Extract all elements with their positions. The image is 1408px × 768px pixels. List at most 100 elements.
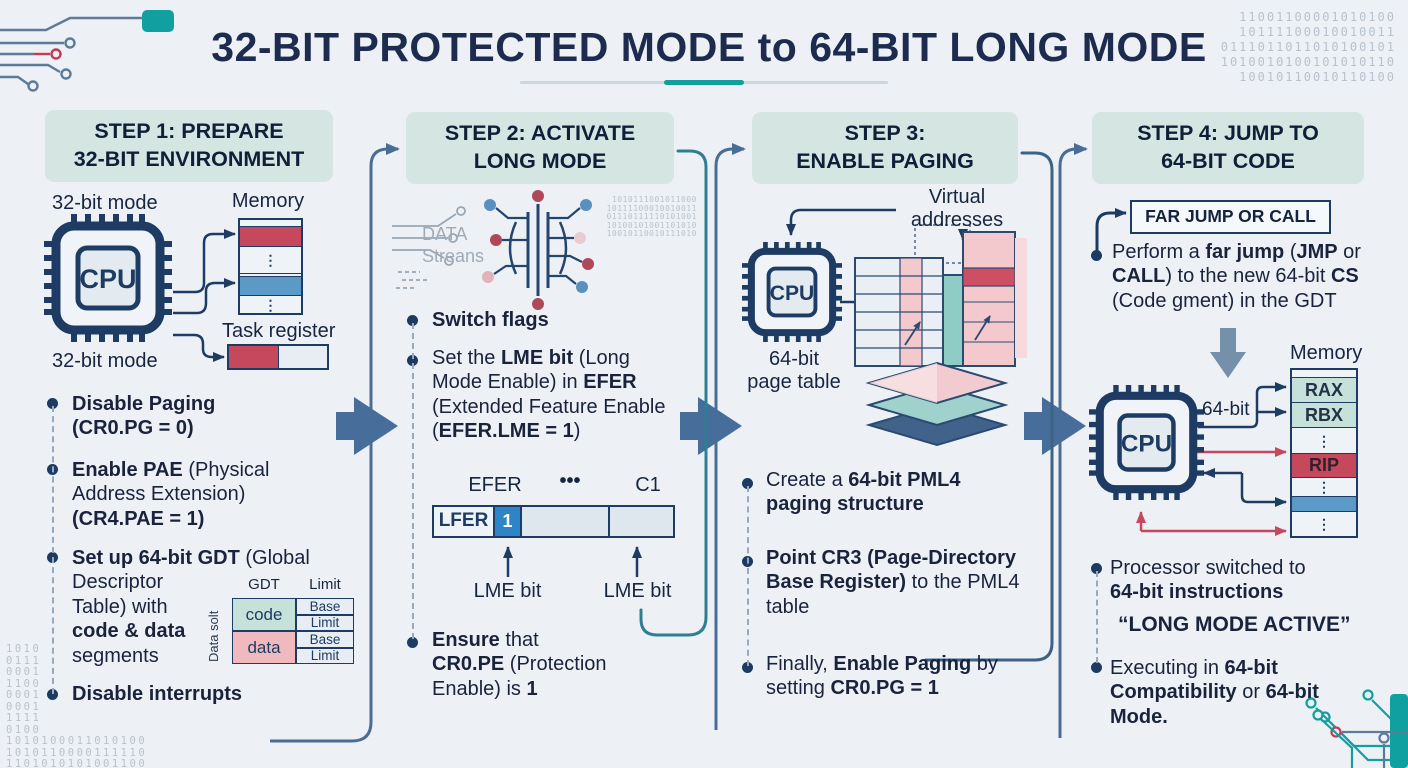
bullet-connector-line — [52, 406, 54, 694]
gdt-table-header-gdt: GDT — [248, 576, 280, 593]
step4-memory-label: Memory — [1290, 342, 1363, 364]
step1-bullet-disable-paging: Disable Paging (CR0.PG = 0) — [72, 393, 216, 440]
task-register-cell-empty — [279, 346, 327, 368]
data-streams-label: DATA Streans — [422, 224, 484, 267]
task-register-label: Task register — [222, 320, 336, 342]
memory-cell — [1292, 370, 1356, 377]
step3-header-line2: ENABLE PAGING — [796, 148, 974, 173]
register-cell-rax: RAX — [1292, 377, 1356, 402]
step1-memory-label: Memory — [231, 190, 305, 212]
cpu-chip-icon: CPU — [742, 242, 842, 342]
bullet-dot — [1091, 250, 1102, 261]
memory-cell-dots: ⋮ — [1292, 427, 1356, 453]
circuit-decoration-top-left — [0, 10, 174, 92]
virtual-addresses-line1: Virtual — [928, 186, 986, 208]
step4-long-mode-active: “LONG MODE ACTIVE” — [1118, 613, 1351, 636]
cpu-label: CPU — [770, 282, 815, 305]
step1-header-line1: STEP 1: PREPARE — [94, 119, 284, 143]
bullet-dot — [407, 637, 418, 648]
cpu-label: CPU — [1121, 430, 1172, 457]
lme-bit-label-right: LME bit — [603, 580, 672, 602]
lme-bit-arrows — [503, 546, 642, 577]
step1-mode-label-top: 32-bit mode — [52, 192, 158, 214]
step1-header-line2: 32-BIT ENVIRONMENT — [73, 146, 305, 171]
step4-bullet-switched: Processor switched to 64-bit instruction… — [1110, 557, 1306, 604]
step2-bullet-ensure-pe: Ensure that CR0.PE (Protection Enable) i… — [432, 629, 607, 700]
cpu-label: CPU — [79, 264, 136, 294]
bullet-dot — [742, 478, 753, 489]
memory-cell-dots: ⋮ — [240, 246, 301, 273]
bullet-dot — [407, 315, 418, 326]
step3-bullet-cr3: Point CR3 (Page-Directory Base Register)… — [766, 547, 1020, 618]
binary-decoration-bottom-left: 1010 0111 0001 1100 0001 0001 1111 0100 … — [6, 643, 148, 768]
page-title: 32-BIT PROTECTED MODE to 64-BIT LONG MOD… — [211, 24, 1207, 70]
efer-cell-divider — [608, 507, 610, 536]
lme-bit-label-left: LME bit — [473, 580, 542, 602]
step3-bullet-pml4: Create a 64-bit PML4 paging structure — [766, 469, 961, 516]
step1-bullet-disable-interrupts: Disable interrupts — [72, 683, 243, 705]
step4-memory-column: RAX RBX ⋮ RIP ⋮ ⋮ — [1290, 368, 1358, 538]
page-table-label-line2: page table — [747, 371, 841, 393]
virtual-addresses-line2: addresses — [910, 209, 1004, 231]
binary-decoration-step2: 1010111001011000 10111100010010011 01110… — [606, 195, 697, 239]
cpu-chip-icon: CPU — [44, 214, 172, 342]
paging-layers-illustration — [865, 361, 1009, 447]
step3-header-line1: STEP 3: — [844, 121, 926, 145]
virtual-addresses-label: Virtual addresses — [898, 186, 1016, 232]
step1-bullet-enable-pae: Enable PAE (Physical Address Extension) … — [72, 459, 270, 530]
step3-bullet-enable-paging: Finally, Enable Paging by setting CR0.PG… — [766, 653, 998, 700]
step2-bullet-lme-bit: Set the LME bit (Long Mode Enable) in EF… — [432, 347, 666, 443]
step4-header: STEP 4: JUMP TO 64-BIT CODE — [1092, 112, 1364, 184]
gdt-cell-base: Base — [296, 598, 354, 615]
gdt-cell-limit: Limit — [296, 615, 354, 631]
bullet-connector-line — [1096, 571, 1098, 663]
gdt-row-data: data — [232, 631, 296, 664]
step4-bit-label: 64-bit — [1202, 399, 1250, 420]
cpu-chip-icon: CPU — [1089, 385, 1204, 500]
gdt-cell-limit: Limit — [296, 648, 354, 664]
step4-bullet-far-jump: Perform a far jump (JMP or CALL) to the … — [1112, 241, 1361, 312]
step2-header: STEP 2: ACTIVATE LONG MODE — [406, 112, 674, 184]
bullet-connector-line — [747, 486, 749, 666]
efer-c1-label: C1 — [635, 474, 661, 496]
step3-header: STEP 3: ENABLE PAGING — [752, 112, 1018, 184]
bullet-connector-line — [412, 323, 414, 639]
gdt-side-label: Data solt — [206, 610, 221, 662]
far-jump-box: FAR JUMP OR CALL — [1130, 200, 1331, 234]
task-register-cell-red — [229, 346, 279, 368]
step4-header-line2: 64-BIT CODE — [1161, 148, 1295, 173]
page-table-label-line1: 64-bit — [768, 348, 820, 370]
register-cell-rip: RIP — [1292, 453, 1356, 477]
neural-chip-icon — [482, 190, 594, 310]
gdt-row-code: code — [232, 598, 296, 631]
bullet-dot — [1091, 662, 1102, 673]
memory-cell — [240, 220, 301, 226]
step4-header-line1: STEP 4: JUMP TO — [1137, 121, 1319, 145]
step2-bullet-switch-flags: Switch flags — [432, 309, 549, 331]
efer-dots-label: ••• — [559, 470, 581, 492]
register-cell-rbx: RBX — [1292, 402, 1356, 427]
data-streams-line1: DATA — [422, 224, 468, 244]
page-table-illustration — [854, 224, 1027, 367]
bullet-dot — [742, 662, 753, 673]
step1-memory-column: ⋮ ⋮ — [238, 218, 303, 315]
step4-bullet-executing: Executing in 64-bit Compatibility or 64-… — [1110, 657, 1319, 728]
efer-cell-name: LFER — [434, 507, 495, 536]
step1-mode-label-bottom: 32-bit mode — [52, 350, 158, 372]
efer-register-bar: LFER 1 — [432, 505, 675, 538]
memory-cell-blue — [240, 276, 301, 295]
step1-header: STEP 1: PREPARE 32-BIT ENVIRONMENT — [45, 110, 333, 182]
memory-cell-red — [240, 226, 301, 246]
step2-header-line1: STEP 2: ACTIVATE — [444, 121, 636, 145]
bullet-dot — [1091, 563, 1102, 574]
bullet-dot — [47, 689, 58, 700]
bullet-dot — [47, 398, 58, 409]
memory-cell-dots: ⋮ — [1292, 511, 1356, 536]
memory-cell-dots: ⋮ — [1292, 477, 1356, 496]
memory-cell-blue — [1292, 496, 1356, 511]
title-underline-accent — [664, 80, 744, 85]
memory-cell-dots: ⋮ — [240, 295, 301, 313]
gdt-table-header-limit: Limit — [309, 576, 341, 593]
data-streams-line2: Streans — [422, 245, 485, 266]
